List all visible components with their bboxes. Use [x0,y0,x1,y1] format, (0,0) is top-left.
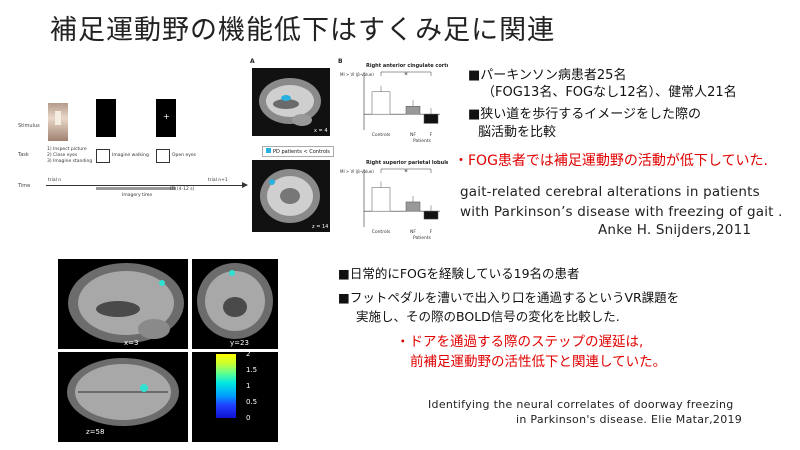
study2-citation-line2: in Parkinson's disease. Elie Matar,2019 [516,413,743,426]
study1-bullet-1-cont: （FOG13名、FOGなし12名）、健常人21名 [482,85,737,100]
study2-finding-line2: 前補足運動野の活性低下と関連していた。 [410,354,667,370]
significance-bracket [380,168,432,173]
mri-x-coord: x=3 [124,339,139,347]
colorbar-tick: 1 [246,382,251,390]
colorbar-tick: 1.5 [246,366,258,374]
significance-bracket [380,71,432,76]
mri-axial-image: z=58 [58,352,188,442]
mri-z-coord: z=58 [86,428,105,436]
colorbar-tick: 0.5 [246,398,258,406]
row-label-time: Time [18,183,31,189]
legend: PD patients < Controls [262,146,334,157]
brain-axial-image: z = 14 [252,160,330,232]
bar [405,201,421,212]
study2-bullet-2-cont: 実施し、その際のBOLD信号の変化を比較した. [356,309,620,324]
study1-bullet-1: ■パーキンソン病患者25名 [468,68,627,83]
study1-citation-line2: with Parkinson’s disease with freezing o… [460,204,783,220]
hand-icon-2 [156,149,170,163]
study2-bullet-1: ■日常的にFOGを経験している19名の患者 [338,266,580,281]
significance-star: * [404,71,408,79]
bar-chart-anterior-cingulate: Right anterior cingulate cortex MI > VI (… [340,63,448,144]
mri-y-coord: y=23 [230,339,249,347]
x-tick-label: NF [410,229,416,235]
study1-citation-line1: gait-related cerebral alterations in pat… [460,184,760,200]
panel-b-label: B [338,58,343,65]
study1-finding: ・FOG患者では補足運動野の活動が低下していた. [454,153,768,169]
x-tick-label: Controls [372,229,391,235]
study2-finding-line1: ・ドアを通過する際のステップの遅延は, [396,334,644,350]
task-imagine-walking: Imagine walking [112,153,149,158]
time-arrow-icon [242,182,248,188]
patients-label: Patients [413,235,432,241]
study1-bullet-2-cont: 脳活動を比較 [478,125,557,140]
corridor-picture [48,103,68,141]
mri-sagittal-image: x=3 [58,259,188,349]
chart-title: Right anterior cingulate cortex [366,63,448,69]
svg-text:x = 4: x = 4 [314,128,328,134]
chart-title: Right superior parietal lobule [366,160,448,166]
mri-coronal-image: y=23 [192,259,278,349]
colorbar [216,354,236,418]
task-open-eyes: Open eyes [172,153,196,158]
fixation-screen: + [156,99,176,137]
task-timeline-figure: Stimulus Task Time + 1) Inspect picture … [18,95,250,205]
brain-sagittal-image: x = 4 [252,68,330,136]
imagery-time-label: Imagery time [122,193,153,198]
y-axis-label: MI > VI (β-value) [340,169,374,174]
bar [405,106,421,115]
x-tick-label: F [430,229,433,235]
x-tick-label: F [430,132,433,138]
significance-star: * [404,168,408,176]
study2-bullet-2: ■フットペダルを漕いで出入り口を通過するというVR課題を [338,290,680,305]
time-axis [46,185,242,186]
imagery-time-bar [96,187,176,190]
slide-title: 補足運動野の機能低下はすくみ足に関連 [50,15,556,46]
trial-n-label: trial n [48,178,62,183]
patients-label: Patients [413,138,432,144]
row-label-stimulus: Stimulus [18,123,40,129]
bar-chart-superior-parietal: Right superior parietal lobule MI > VI (β… [340,160,448,241]
hand-icon [96,149,110,163]
study2-citation-line1: Identifying the neural correlates of doo… [428,398,734,411]
black-screen [96,99,116,137]
svg-text:z = 14: z = 14 [312,224,328,230]
colorbar-tick: 0 [246,414,251,422]
row-label-task: Task [18,152,29,158]
x-tick-label: NF [410,132,416,138]
colorbar-tick: 2 [246,350,251,358]
y-axis-label: MI > VI (β-value) [340,72,374,77]
trial-n1-label: trial n+1 [208,178,228,183]
task-steps: 1) Inspect picture 2) Close eyes 3) Imag… [47,147,93,164]
x-tick-label: Controls [372,132,391,138]
bar [423,113,439,124]
legend-swatch [266,148,271,153]
iti-label: ITI (4-12 s) [170,187,195,192]
bar [423,210,439,220]
bar [371,91,391,115]
panel-a-label: A [250,58,255,65]
study1-citation-author: Anke H. Snijders,2011 [598,222,752,238]
study1-bullet-2: ■狭い道を歩行するイメージをした際の [468,107,702,122]
bar [371,187,391,212]
